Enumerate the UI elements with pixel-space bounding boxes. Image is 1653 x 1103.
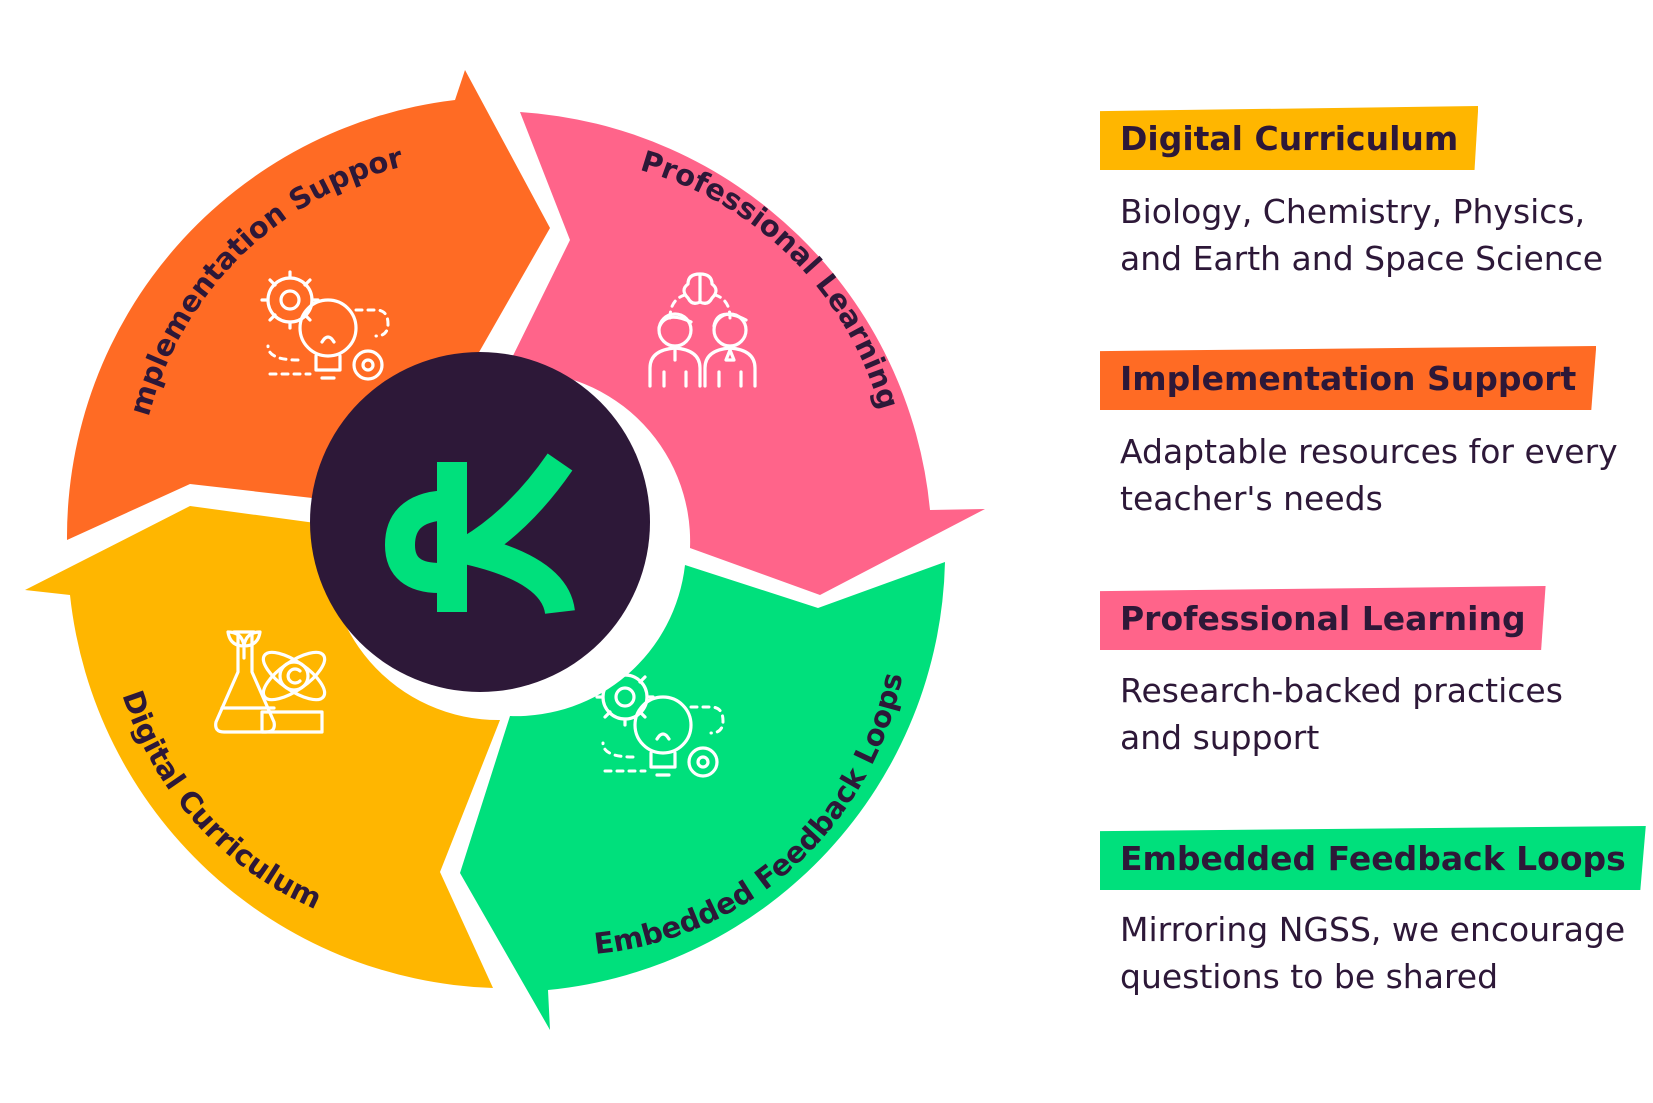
center-logo-circle	[310, 352, 650, 692]
lightbulb-gears-icon	[260, 270, 390, 381]
legend-title-embedded-feedback-loops: Embedded Feedback Loops	[1100, 826, 1646, 890]
teachers-brain-icon	[648, 272, 757, 388]
k-logo-icon	[384, 453, 575, 615]
legend-desc-line: Mirroring NGSS, we encourage	[1120, 910, 1626, 949]
segment-professional-learning	[505, 112, 985, 595]
legend-desc-implementation-support: Adaptable resources for every teacher's …	[1120, 428, 1640, 522]
legend-desc-line: Research-backed practices	[1120, 671, 1563, 710]
segment-digital-curriculum	[25, 506, 500, 988]
legend-desc-line: and Earth and Space Science	[1120, 239, 1604, 278]
legend-title-digital-curriculum: Digital Curriculum	[1100, 106, 1479, 170]
lightbulb-gears-icon	[595, 667, 725, 778]
legend-desc-line: teacher's needs	[1120, 479, 1383, 518]
legend-desc-line: questions to be shared	[1120, 957, 1499, 996]
legend-title-professional-learning: Professional Learning	[1100, 586, 1546, 650]
cycle-diagram: Implementation Support Professional Lear…	[0, 0, 985, 1030]
legend-title-implementation-support: Implementation Support	[1100, 346, 1597, 410]
legend-desc-line: Adaptable resources for every	[1120, 432, 1618, 471]
segment-embedded-feedback-loops	[460, 562, 945, 1030]
segment-implementation-support	[66, 70, 551, 540]
legend-desc-line: Biology, Chemistry, Physics,	[1120, 192, 1586, 231]
legend-desc-professional-learning: Research-backed practices and support	[1120, 667, 1640, 761]
science-flask-atom-icon	[214, 630, 327, 734]
legend-desc-line: and support	[1120, 718, 1320, 757]
legend-desc-embedded-feedback-loops: Mirroring NGSS, we encourage questions t…	[1120, 906, 1640, 1000]
legend-desc-digital-curriculum: Biology, Chemistry, Physics, and Earth a…	[1120, 188, 1640, 282]
